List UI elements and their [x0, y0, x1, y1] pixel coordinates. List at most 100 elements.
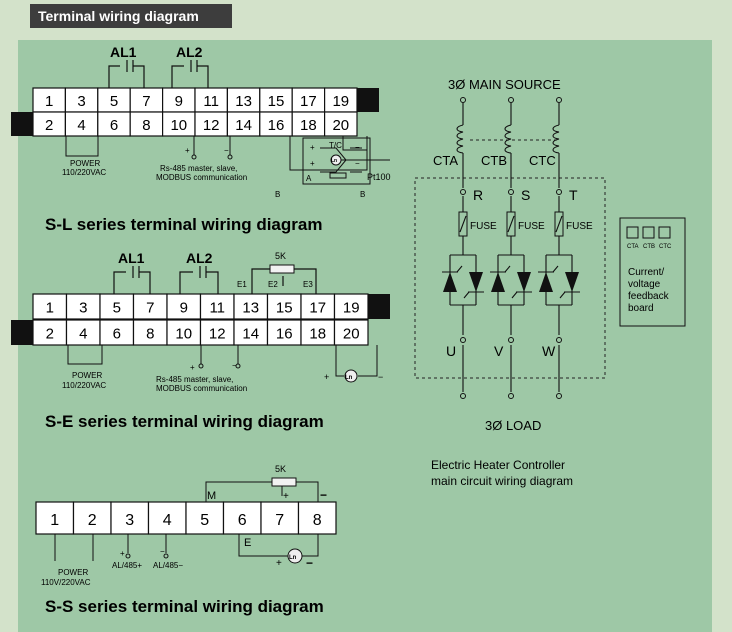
- board-ctb-box: [642, 226, 655, 239]
- feedback-board: CTA CTB CTC Current/ voltage feedback bo…: [619, 217, 686, 327]
- ct-coil: [456, 124, 464, 154]
- sl-terminal-label: 3: [77, 93, 85, 110]
- phase-source-terminal: [508, 97, 514, 103]
- sl-caption: S-L series terminal wiring diagram: [45, 215, 322, 234]
- se-terminal-label: 9: [180, 300, 188, 317]
- ss-pot-minus: −: [320, 488, 327, 502]
- se-e1-label: E1: [237, 280, 247, 289]
- scr-up: [491, 272, 505, 292]
- board-text-1: Current/: [628, 267, 664, 278]
- sl-terminal-box: [259, 111, 293, 137]
- sl-tc-minus: −: [355, 143, 360, 152]
- board-cta-label: CTA: [627, 244, 639, 250]
- sl-terminal-box: [129, 111, 164, 137]
- se-terminal-label: 10: [175, 326, 192, 343]
- se-terminal-box: [266, 319, 302, 346]
- ss-terminal-label: 7: [275, 512, 284, 529]
- ss-terminal-label: 2: [88, 512, 97, 529]
- sl-terminal-label: 10: [170, 117, 187, 134]
- scr-up: [443, 272, 457, 292]
- se-ln-plus: +: [324, 372, 329, 382]
- sl-terminal-label: 8: [142, 117, 150, 134]
- se-terminal-label: 19: [343, 300, 360, 317]
- se-terminal-box: [333, 319, 369, 346]
- phase-output-terminal: [556, 337, 562, 343]
- board-text-3: feedback: [628, 291, 670, 302]
- ss-pot-label: 5K: [275, 464, 286, 474]
- sl-terminal-label: 16: [268, 117, 285, 134]
- sl-terminal-box: [64, 111, 99, 137]
- se-terminal-box: [99, 319, 135, 346]
- sl-terminal-label: 1: [45, 93, 53, 110]
- se-minus-sign: −: [232, 361, 237, 370]
- ss-caption: S-S series terminal wiring diagram: [45, 597, 324, 616]
- se-al1-label: AL1: [118, 250, 145, 266]
- sl-terminal-label: 14: [235, 117, 252, 134]
- main-load-label: 3Ø LOAD: [485, 418, 541, 433]
- sl-minus-sign: −: [224, 146, 229, 155]
- ss-terminal-box: [110, 501, 150, 535]
- se-ln-minus: −: [378, 372, 383, 382]
- ss-pot-plus: +: [283, 491, 289, 502]
- scr-down: [469, 272, 483, 292]
- sl-b-label-1: B: [275, 190, 280, 199]
- se-rs485-line1: Rs-485 master, slave,: [156, 375, 233, 384]
- phase-input-terminal: [556, 189, 562, 195]
- sl-terminal-box: [97, 87, 131, 113]
- sl-terminal-label: 13: [235, 93, 252, 110]
- ss-e-label: E: [244, 537, 251, 549]
- ss-ln-minus: −: [306, 556, 313, 570]
- output-label: U: [446, 343, 456, 359]
- phase-load-terminal: [556, 393, 562, 399]
- phase-label: R: [473, 187, 483, 203]
- output-label: W: [542, 343, 556, 359]
- se-terminal-box: [32, 319, 68, 346]
- se-terminal-label: 13: [242, 300, 259, 317]
- sl-ln-symbol: [330, 154, 342, 166]
- sl-ln-plus: +: [310, 159, 315, 168]
- se-terminal-label: 1: [46, 300, 54, 317]
- sl-a-label: A: [306, 174, 312, 183]
- ct-label: CTC: [529, 153, 556, 168]
- phase-output-terminal: [508, 337, 514, 343]
- phase-source-terminal: [460, 97, 466, 103]
- ss-terminal-box: [185, 501, 225, 535]
- board-ctc-box: [658, 226, 671, 239]
- se-power-voltage: 110/220VAC: [62, 381, 106, 390]
- sl-tc-label: T/C: [329, 141, 342, 150]
- ss-terminal-label: 8: [313, 512, 322, 529]
- ss-al-minus: −: [160, 547, 165, 556]
- ss-terminal-label: 5: [200, 512, 209, 529]
- sl-al1-label: AL1: [110, 44, 137, 60]
- sl-ln-minus: −: [355, 159, 360, 168]
- se-terminal-label: 6: [113, 326, 121, 343]
- phase-label: S: [521, 187, 530, 203]
- sl-b-label-2: B: [360, 190, 365, 199]
- sl-terminal-label: 9: [175, 93, 183, 110]
- feedback-board-box: [619, 217, 686, 327]
- phase-input-terminal: [508, 189, 514, 195]
- ct-coil: [504, 124, 512, 154]
- ss-ln-plus: +: [276, 558, 282, 569]
- ss-terminal-label: 3: [125, 512, 134, 529]
- sl-terminal-label: 18: [300, 117, 317, 134]
- se-plus-sign: +: [190, 363, 195, 372]
- sl-end-block-top: [357, 88, 379, 112]
- scr-down: [517, 272, 531, 292]
- section-title-tab: Terminal wiring diagram: [30, 4, 232, 28]
- se-end-block-top: [368, 294, 390, 319]
- se-terminal-box: [199, 293, 235, 320]
- se-pot-label: 5K: [275, 251, 286, 261]
- se-terminal-box: [199, 319, 235, 346]
- sl-rs485-minus-terminal: [227, 154, 233, 160]
- ct-label: CTA: [433, 153, 458, 168]
- sl-terminal-label: 2: [45, 117, 53, 134]
- ss-al2-label: AL/485−: [153, 561, 183, 570]
- output-label: V: [494, 343, 504, 359]
- ss-terminal-label: 1: [50, 512, 59, 529]
- se-terminal-box: [166, 319, 202, 346]
- board-text-2: voltage: [628, 279, 661, 290]
